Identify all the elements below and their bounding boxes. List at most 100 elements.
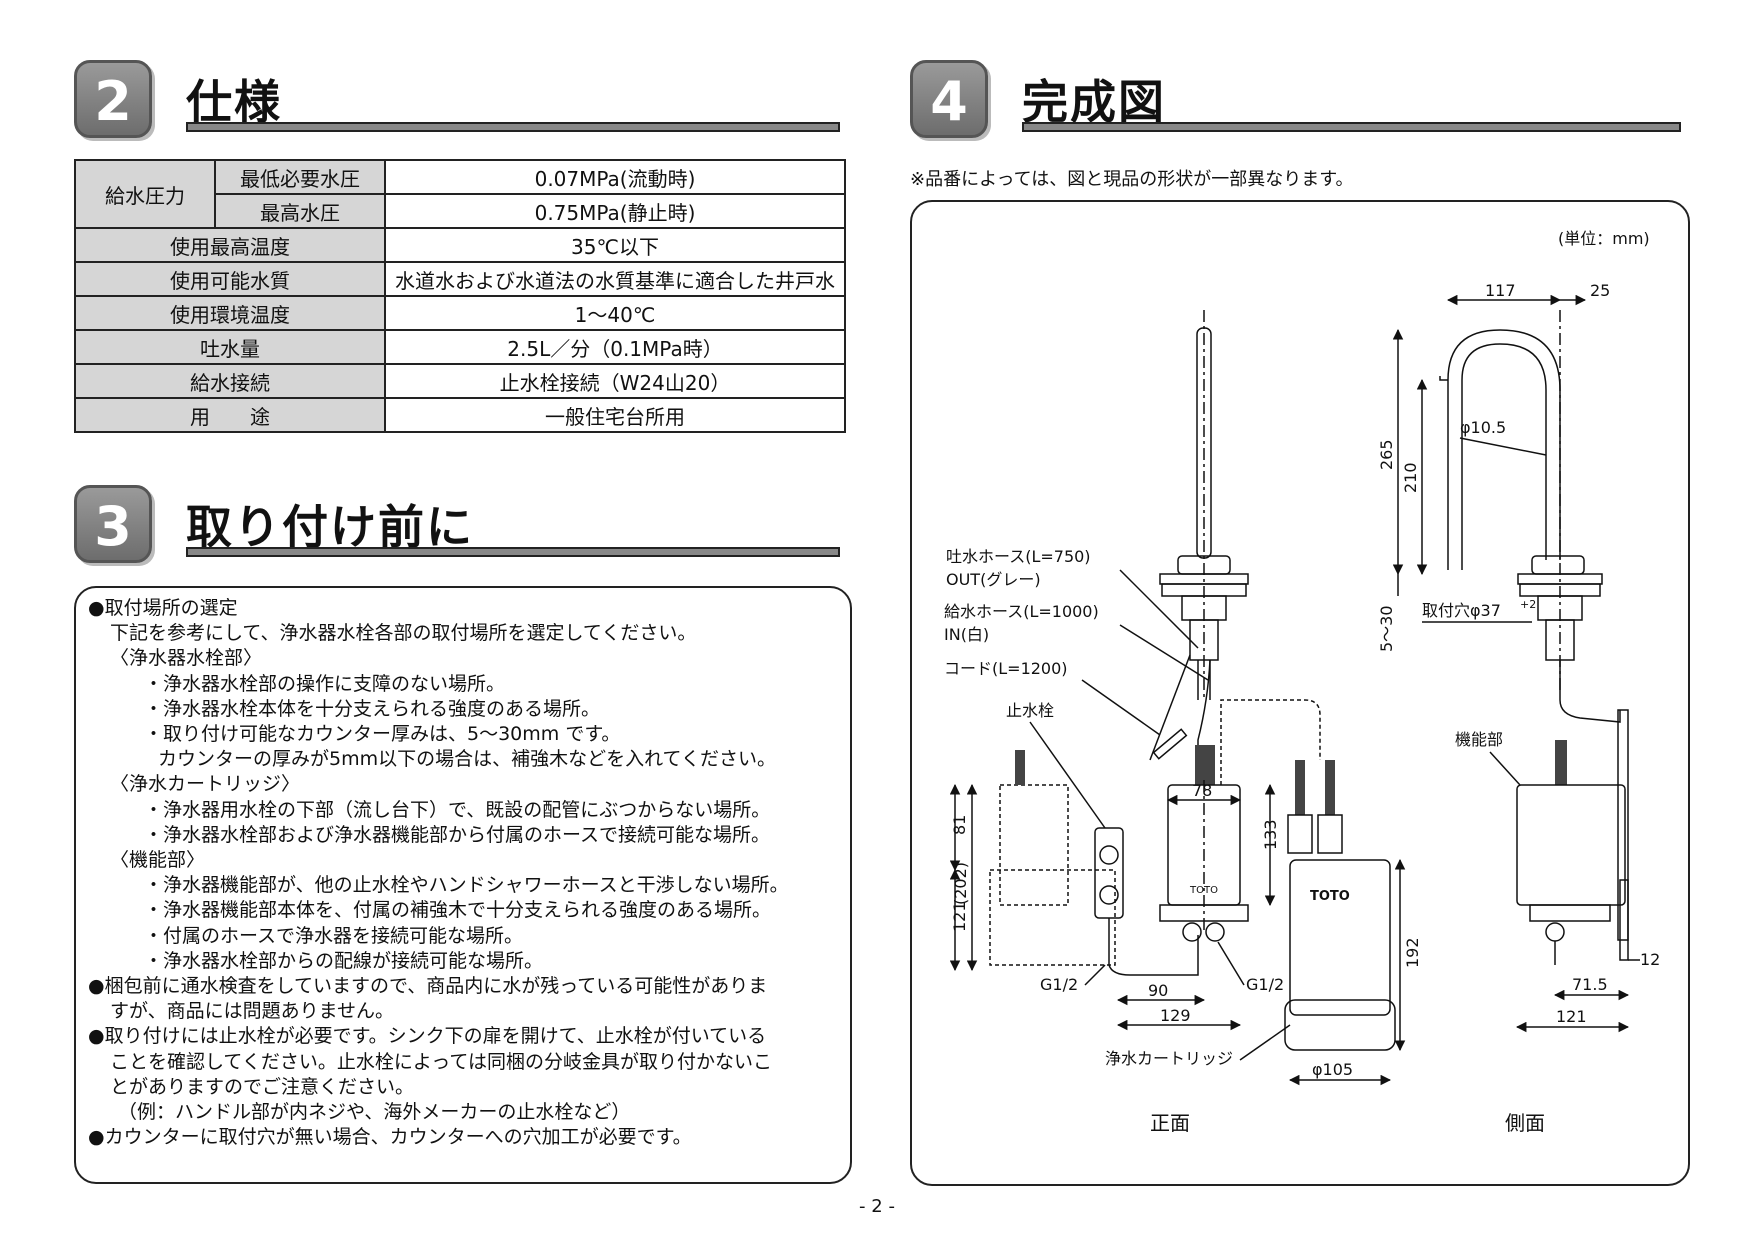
dim-133: 133 xyxy=(1261,819,1280,850)
leader-line xyxy=(1119,624,1209,681)
section-number-badge: 4 xyxy=(910,60,988,138)
dim-71-5: 71.5 xyxy=(1572,975,1608,994)
label-mount-hole: 取付穴φ37 xyxy=(1422,601,1501,620)
dim-phi105: φ105 xyxy=(1312,1060,1353,1079)
label-mount-hole-tolerance: +2 xyxy=(1520,598,1536,611)
spec-value: 0.07MPa(流動時) xyxy=(384,159,846,195)
note-line: ●梱包前に通水検査をしていますので、商品内に水が残っている可能性がありま xyxy=(88,975,768,998)
section-number-badge: 3 xyxy=(74,485,152,563)
section-title: 取り付け前に xyxy=(186,500,474,554)
leader-line xyxy=(1119,569,1199,649)
note-line: とがありますのでご注意ください。 xyxy=(110,1075,415,1098)
label-g-right: G1/2 xyxy=(1246,975,1284,994)
spec-label: 給水接続 xyxy=(74,363,386,399)
front-cartridge: TOTO xyxy=(1284,760,1396,1051)
spec-value: 水道水および水道法の水質基準に適合した井戸水 xyxy=(384,261,846,297)
dim-265: 265 xyxy=(1377,439,1396,470)
label-cartridge: 浄水カートリッジ xyxy=(1105,1049,1233,1068)
front-function-unit: TOTO xyxy=(1159,745,1249,942)
spec-label: 使用最高温度 xyxy=(74,227,386,263)
leader-line xyxy=(1239,1024,1291,1061)
dim-5-30: 5～30 xyxy=(1377,605,1396,652)
spec-label: 最高水圧 xyxy=(214,193,386,229)
diagram-box xyxy=(910,200,1690,1186)
label-outlet-hose-sub: OUT(グレー) xyxy=(946,570,1041,589)
section-title: 完成図 xyxy=(1022,75,1166,129)
note-line: （例：ハンドル部が内ネジや、海外メーカーの止水栓など） xyxy=(118,1101,631,1124)
label-cord: コード(L=1200) xyxy=(944,659,1068,678)
stop-valve xyxy=(1094,827,1199,976)
spec-label: 使用環境温度 xyxy=(74,295,386,331)
spec-value: 0.75MPa(静止時) xyxy=(384,193,846,229)
table-row: 用 途一般住宅台所用 xyxy=(74,397,846,433)
leader-line xyxy=(1029,721,1106,829)
title-underline xyxy=(186,547,840,557)
table-row: 最高水圧 0.75MPa(静止時) xyxy=(75,193,846,229)
spec-label: 最低必要水圧 xyxy=(214,159,386,195)
leader-line xyxy=(1081,679,1161,736)
note-line: ・浄水器機能部本体を、付属の補強木で十分支えられる強度のある場所。 xyxy=(144,899,772,922)
side-view-caption: 側面 xyxy=(1505,1111,1545,1135)
diagram-note: ※品番によっては、図と現品の形状が一部異なります。 xyxy=(910,169,1354,190)
spec-value: 一般住宅台所用 xyxy=(384,397,846,433)
label-stop-valve: 止水栓 xyxy=(1006,701,1054,720)
spec-label: 吐水量 xyxy=(74,329,386,365)
spec-value: 35℃以下 xyxy=(384,227,846,263)
table-row: 給水接続止水栓接続（W24山20） xyxy=(74,363,846,399)
note-line: ・浄水器水栓部の操作に支障のない場所。 xyxy=(144,672,506,695)
unit-label: (単位：mm) xyxy=(1558,229,1650,248)
note-line: ●カウンターに取付穴が無い場合、カウンターへの穴加工が必要です。 xyxy=(88,1126,692,1149)
ghost-hose-end xyxy=(1015,750,1025,785)
note-line: ●取付場所の選定 xyxy=(88,597,238,619)
note-line: ・浄水器水栓本体を十分支えられる強度のある場所。 xyxy=(144,697,601,720)
label-supply-hose: 給水ホース(L=1000) xyxy=(944,602,1099,621)
side-faucet xyxy=(1439,310,1621,723)
title-underline xyxy=(186,122,840,132)
dim-90: 90 xyxy=(1148,981,1168,1000)
leader-line xyxy=(1459,437,1547,456)
note-line: ・浄水器用水栓の下部（流し台下）で、既設の配管にぶつからない場所。 xyxy=(144,798,771,821)
note-line: ・取り付け可能なカウンター厚みは、5～30mm です。 xyxy=(144,723,621,746)
dim-117: 117 xyxy=(1485,281,1516,300)
note-line: 下記を参考にして、浄水器水栓各部の取付場所を選定してください。 xyxy=(110,622,697,645)
hose-line xyxy=(1197,659,1211,775)
spec-label: 用 途 xyxy=(74,397,386,433)
dim-121-vertical: 121 xyxy=(950,901,969,932)
note-line: すが、商品には問題ありません。 xyxy=(110,1000,395,1023)
spec-table: 給水圧力 最低必要水圧 0.07MPa(流動時) 最高水圧 0.75MPa(静止… xyxy=(74,159,846,433)
dim-12: 12 xyxy=(1640,950,1660,969)
side-function-unit xyxy=(1516,709,1629,965)
note-line: ことを確認してください。止水栓によっては同梱の分岐金具が取り付かないこ xyxy=(110,1050,772,1073)
table-row: 使用可能水質水道水および水道法の水質基準に適合した井戸水 xyxy=(74,261,846,297)
note-line: ・付属のホースで浄水器を接続可能な場所。 xyxy=(144,924,524,947)
table-row: 給水圧力 最低必要水圧 0.07MPa(流動時) xyxy=(74,159,846,229)
cord-clip xyxy=(1152,728,1188,760)
label-outlet-hose: 吐水ホース(L=750) xyxy=(946,547,1091,566)
spec-value: 2.5L／分（0.1MPa時） xyxy=(384,329,846,365)
notes-box xyxy=(74,586,852,1184)
note-line: ・浄水器水栓部および浄水器機能部から付属のホースで接続可能な場所。 xyxy=(144,823,771,846)
spec-value: 1～40℃ xyxy=(384,295,846,331)
front-faucet xyxy=(1159,310,1249,700)
dim-129: 129 xyxy=(1160,1006,1191,1025)
spec-value: 止水栓接続（W24山20） xyxy=(384,363,846,399)
note-line: ●取り付けには止水栓が必要です。シンク下の扉を開けて、止水栓が付いている xyxy=(88,1025,767,1048)
spec-label: 使用可能水質 xyxy=(74,261,386,297)
notes-list: ●取付場所の選定 下記を参考にして、浄水器水栓各部の取付場所を選定してください。… xyxy=(88,596,848,1150)
note-line: 〈機能部〉 xyxy=(110,849,206,872)
dim-78: 78 xyxy=(1192,781,1212,800)
note-line: ・浄水器水栓部からの配線が接続可能な場所。 xyxy=(144,949,544,972)
section-title: 仕様 xyxy=(186,75,282,129)
note-line: カウンターの厚みが5mm以下の場合は、補強木などを入れてください。 xyxy=(158,748,776,771)
dim-25: 25 xyxy=(1590,281,1610,300)
dim-phi10-5: φ10.5 xyxy=(1460,418,1506,437)
cord-line xyxy=(1149,654,1191,761)
note-line: 〈浄水器水栓部〉 xyxy=(110,647,263,670)
dim-192: 192 xyxy=(1403,937,1422,968)
front-cartridge-ghost xyxy=(989,699,1321,966)
note-line: 〈浄水カートリッジ〉 xyxy=(110,773,301,796)
spec-group-label: 給水圧力 xyxy=(74,159,216,229)
dim-210: 210 xyxy=(1401,462,1420,493)
